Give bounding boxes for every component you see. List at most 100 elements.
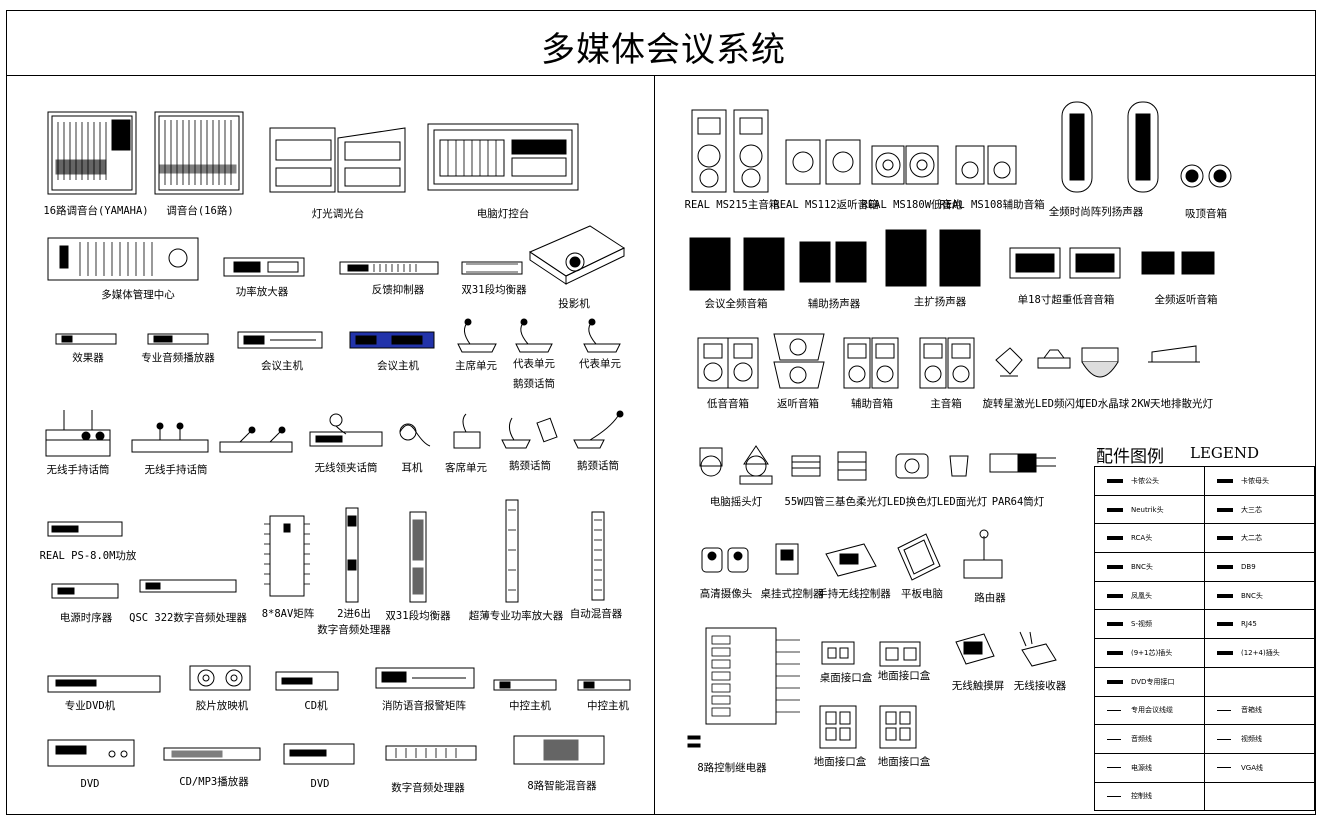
- legend-label: 凤凰头: [1131, 591, 1152, 600]
- label-dsp-2in6: 2进6出: [337, 608, 371, 620]
- legend-symbol-icon: [1107, 622, 1123, 627]
- label-delegate-unit1: 代表单元: [513, 358, 555, 370]
- legend-label: 大二芯: [1241, 534, 1262, 543]
- label-light-console: 灯光调光台: [311, 208, 365, 220]
- label-monitor-full: 全频返听音箱: [1154, 294, 1218, 306]
- legend-symbol-icon: [1217, 622, 1233, 627]
- label-mp3: CD/MP3播放器: [179, 776, 249, 788]
- label-desktop-ctrl: 桌挂式控制器: [760, 588, 824, 600]
- legend-cell: RCA头: [1094, 523, 1205, 554]
- label-earphone: 耳机: [401, 462, 423, 474]
- legend-cell: 控制线: [1094, 781, 1205, 812]
- label-wireless-hand2: 无线手持话筒: [144, 464, 208, 476]
- legend-title-en: LEGEND: [1190, 444, 1259, 462]
- label-low-box: 低音音箱: [707, 398, 749, 410]
- label-dvd2: DVD: [310, 778, 330, 790]
- label-wireless-rx: 无线接收器: [1013, 680, 1067, 692]
- label-eq31: 双31段均衡器: [461, 284, 527, 296]
- label-ceiling: 吸顶音箱: [1185, 208, 1227, 220]
- legend-symbol-icon: [1107, 679, 1123, 684]
- label-media-center: 多媒体管理中心: [101, 289, 175, 301]
- legend-cell: S-视频: [1094, 609, 1205, 640]
- label-led-face: LED面光灯: [936, 496, 988, 508]
- label-column: 全频时尚阵列扬声器: [1048, 206, 1144, 218]
- label-aux-box: 辅助音箱: [851, 398, 893, 410]
- label-cd: CD机: [304, 700, 328, 712]
- label-crystal: LED水晶球: [1078, 398, 1130, 410]
- label-dsp2: 数字音频处理器: [391, 782, 465, 794]
- legend-cell: 专用会议线缆: [1094, 695, 1205, 726]
- legend-label: 控制线: [1131, 792, 1152, 801]
- label-qsc: QSC 322数字音频处理器: [129, 612, 247, 624]
- legend-row: 控制线: [1094, 781, 1315, 812]
- label-aux-speaker: 辅助扬声器: [807, 298, 861, 310]
- label-moving-head: 电脑摇头灯: [709, 496, 763, 508]
- label-gooseneck-mic2: 鹅颈话筒: [509, 460, 551, 472]
- label-matrix: 8*8AV矩阵: [261, 608, 315, 620]
- legend-label: DVD专用接口: [1131, 677, 1175, 686]
- legend-symbol-icon: [1107, 738, 1121, 740]
- legend-label: (9+1芯)插头: [1131, 648, 1173, 657]
- label-projector: 投影机: [558, 298, 590, 310]
- label-main-speaker: 主扩扬声器: [913, 296, 967, 308]
- label-dsp-2in6-b: 数字音频处理器: [317, 624, 391, 636]
- legend-symbol-icon: [1217, 709, 1231, 711]
- legend-label: 音频线: [1131, 735, 1152, 744]
- label-conf-host2: 会议主机: [377, 360, 419, 372]
- label-feedback: 反馈抑制器: [371, 284, 425, 296]
- label-floor-box2: 地面接口盒: [813, 756, 867, 768]
- label-ms215: REAL MS215主音箱: [684, 199, 780, 211]
- legend-cell: 凤凰头: [1094, 580, 1205, 611]
- label-reel: 胶片放映机: [195, 700, 249, 712]
- legend-row: 专用会议线缆音箱线: [1094, 695, 1315, 726]
- label-touch-screen: 无线触摸屏: [951, 680, 1005, 692]
- legend-label: 卡侬公头: [1131, 476, 1159, 485]
- label-wireless-hand1: 无线手持话筒: [46, 464, 110, 476]
- label-tablet: 平板电脑: [901, 588, 943, 600]
- title-divider: [6, 75, 1316, 76]
- legend-symbol-icon: [1107, 507, 1123, 512]
- legend-symbol-icon: [1107, 709, 1121, 711]
- label-auto-mixer: 自动混音器: [569, 608, 623, 620]
- label-desk-box: 桌面接口盒: [819, 672, 873, 684]
- legend-symbol-icon: [1107, 767, 1121, 769]
- label-ms112: REAL MS112返听音箱: [773, 199, 879, 211]
- label-par-light: 2KW天地排散光灯: [1131, 398, 1213, 410]
- label-ms180w: REAL MS180W低音炮: [861, 199, 963, 211]
- legend-label: (12+4)插头: [1241, 648, 1280, 657]
- drawing-frame: [6, 10, 1316, 815]
- label-fullrange: 会议全频音箱: [704, 298, 768, 310]
- legend-cell: DVD专用接口: [1094, 666, 1205, 697]
- label-real-amp: REAL PS-8.0M功放: [39, 550, 137, 562]
- label-central2: 中控主机: [587, 700, 629, 712]
- legend-cell: 音箱线: [1204, 695, 1315, 726]
- legend-cell: 卡侬母头: [1204, 466, 1315, 496]
- legend-symbol-icon: [1217, 593, 1233, 598]
- label-floor-box3: 地面接口盒: [877, 756, 931, 768]
- legend-row: (9+1芯)插头 (12+4)插头: [1094, 638, 1315, 668]
- legend-cell: (9+1芯)插头: [1094, 638, 1205, 668]
- legend-label: DB9: [1241, 562, 1256, 571]
- legend-symbol-icon: [1217, 767, 1231, 769]
- panel-divider: [654, 75, 655, 815]
- legend-cell: 大二芯: [1204, 523, 1315, 554]
- legend-symbol-icon: [1217, 738, 1231, 740]
- legend-symbol-icon: [1107, 650, 1123, 655]
- legend-symbol-icon: [1217, 564, 1233, 569]
- legend-row: Neutrik头大三芯: [1094, 494, 1315, 525]
- legend-cell: RJ45: [1204, 609, 1315, 640]
- label-delegate-unit2: 代表单元: [579, 358, 621, 370]
- page-title: 多媒体会议系统: [541, 30, 786, 70]
- label-ms108: REAL MS108辅助音箱: [939, 199, 1045, 211]
- label-main-box: 主音箱: [930, 398, 962, 410]
- label-sequencer: 电源时序器: [59, 612, 113, 624]
- label-chair-unit: 主席单元: [455, 360, 497, 372]
- label-guest-unit: 客席单元: [445, 462, 487, 474]
- label-hd-camera: 高清摄像头: [699, 588, 753, 600]
- label-player: 专业音频播放器: [141, 352, 215, 364]
- legend-label: Neutrik头: [1131, 505, 1164, 514]
